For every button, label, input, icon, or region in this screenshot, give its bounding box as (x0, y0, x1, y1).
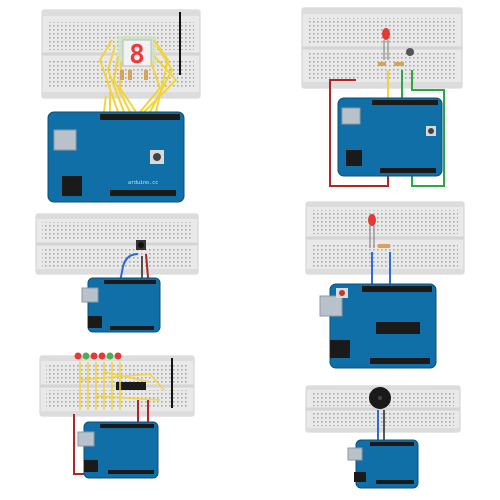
led-icon (90, 352, 98, 360)
arduino-board (319, 283, 437, 369)
arduino-board (347, 439, 419, 489)
panel-seven-segment: 8 arduino.cc (41, 9, 201, 203)
led-icon (82, 352, 90, 360)
seven-segment-digit: 8 (129, 40, 145, 70)
blue-wire (117, 253, 139, 291)
arduino-board (337, 97, 443, 177)
panel-led-button (301, 7, 463, 187)
panel-single-led (305, 201, 465, 369)
arduino-board (81, 277, 161, 333)
led-icon (74, 352, 82, 360)
buzzer-icon (369, 387, 391, 409)
arduino-board (77, 421, 159, 479)
led-icon (106, 352, 114, 360)
led-icon (98, 352, 106, 360)
push-button-icon (136, 240, 146, 250)
panel-push-button (35, 213, 199, 333)
resistor-icon (120, 70, 148, 80)
arduino-board: arduino.cc (47, 111, 185, 203)
push-button-icon (406, 48, 414, 56)
led-icon (114, 352, 122, 360)
panel-led-bar (39, 352, 195, 479)
board-brand-label: arduino.cc (128, 180, 158, 186)
panel-buzzer (305, 385, 461, 489)
resistor-icon (378, 244, 390, 248)
led-icon (382, 28, 390, 60)
led-row (74, 352, 122, 360)
seven-segment-display-icon: 8 (118, 36, 156, 70)
led-icon (368, 214, 376, 248)
green-wire (411, 70, 445, 187)
resistor-icon (378, 62, 404, 66)
red-wire (329, 79, 389, 187)
yellow-wires (79, 362, 165, 410)
